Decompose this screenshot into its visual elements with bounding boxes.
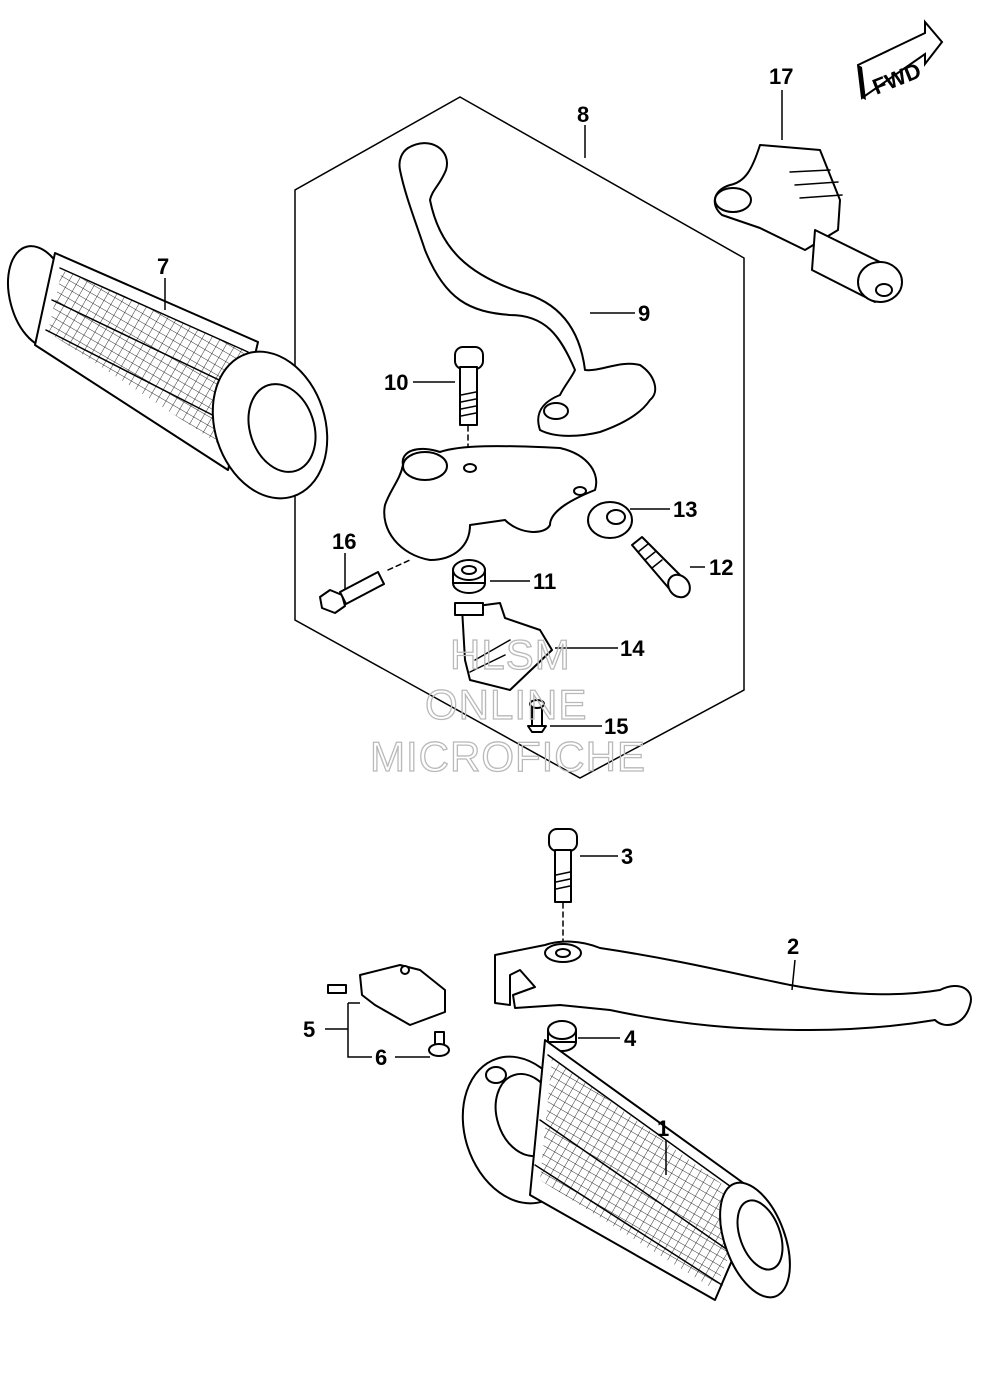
lever-holder xyxy=(383,445,598,561)
callout-6: 6 xyxy=(375,1045,387,1070)
pivot-bolt-3 xyxy=(548,828,578,944)
screw-6 xyxy=(428,1031,450,1057)
callout-11: 11 xyxy=(533,569,556,594)
assembly-8-outline xyxy=(294,96,745,779)
callout-8: 8 xyxy=(577,102,589,127)
left-grip xyxy=(7,245,329,500)
callout-12: 12 xyxy=(709,555,733,580)
clutch-switch-5 xyxy=(327,964,446,1026)
callout-10: 10 xyxy=(384,370,408,395)
right-grip xyxy=(461,1039,791,1301)
clamp-bolt-16 xyxy=(319,559,411,614)
watermark-line-1: HLSM xyxy=(450,631,571,678)
callout-labels: 1 2 3 4 5 6 7 8 9 10 11 12 13 14 15 16 1… xyxy=(157,64,799,1141)
throttle-grip-17 xyxy=(713,144,903,303)
leader-lines xyxy=(164,90,796,1175)
callout-13: 13 xyxy=(673,497,697,522)
watermark: HLSM ONLINE MICROFICHE xyxy=(369,630,646,780)
switch-14 xyxy=(454,602,553,691)
callout-5: 5 xyxy=(303,1017,315,1042)
brake-lever xyxy=(398,142,657,437)
callout-2: 2 xyxy=(787,934,799,959)
nut-11 xyxy=(452,559,486,594)
callout-4: 4 xyxy=(624,1026,637,1051)
callout-14: 14 xyxy=(620,636,645,661)
watermark-line-3: MICROFICHE xyxy=(370,733,646,780)
callout-3: 3 xyxy=(621,844,633,869)
watermark-line-2: ONLINE xyxy=(425,681,587,728)
callout-17: 17 xyxy=(769,64,793,89)
screw-15 xyxy=(527,699,547,733)
adjuster-13 xyxy=(587,501,633,539)
adjuster-screw-12 xyxy=(631,536,691,599)
callout-16: 16 xyxy=(332,529,356,554)
callout-15: 15 xyxy=(604,714,628,739)
callout-7: 7 xyxy=(157,254,169,279)
callout-1: 1 xyxy=(657,1116,669,1141)
fwd-arrow-icon: FWD xyxy=(856,19,944,100)
clutch-lever xyxy=(494,940,972,1031)
pivot-bolt-10 xyxy=(454,346,484,456)
callout-9: 9 xyxy=(638,301,650,326)
